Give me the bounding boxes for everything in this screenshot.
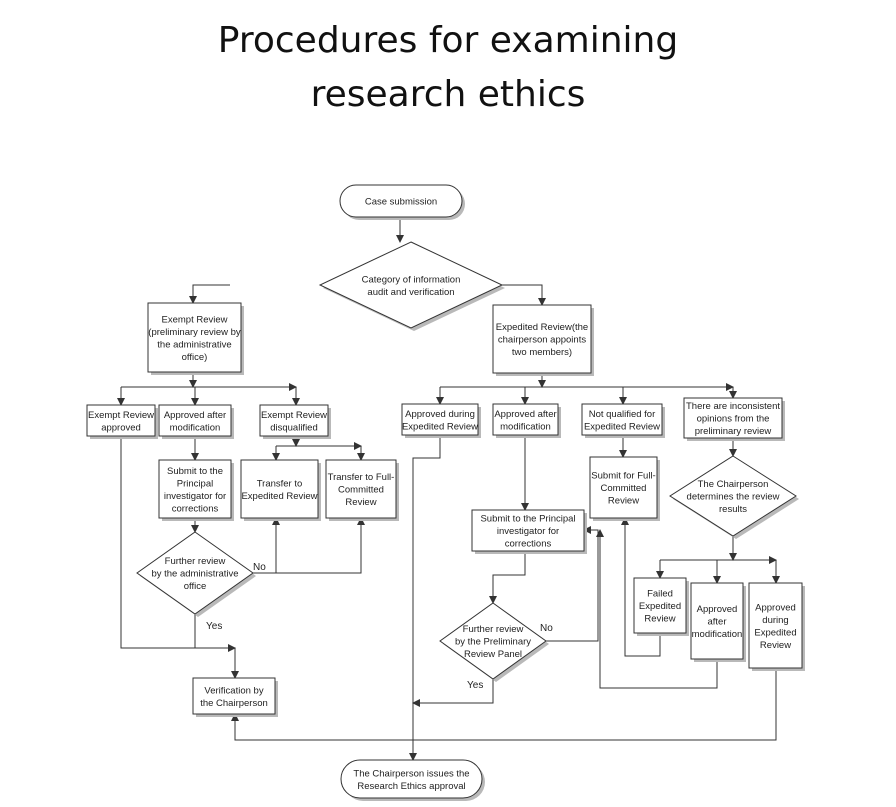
connector-25 — [409, 435, 441, 761]
connector-3 — [502, 284, 546, 306]
case-submission-label: Case submission — [365, 197, 437, 208]
page-title: Procedures for examining research ethics — [0, 14, 896, 122]
connector-38 — [596, 529, 718, 689]
edge-label-yes-left: Yes — [206, 621, 222, 632]
edge-label-no-left: No — [253, 562, 266, 573]
node-case-submission: Case submission — [339, 184, 465, 220]
connector-2 — [189, 284, 230, 304]
edge-label-yes-mid: Yes — [467, 680, 483, 691]
connector-30 — [412, 679, 494, 707]
connector-37 — [621, 517, 661, 657]
connectors — [117, 217, 780, 761]
connector-18 — [120, 436, 236, 652]
connector-16 — [276, 517, 365, 574]
connector-29 — [489, 551, 526, 604]
connector-39 — [231, 668, 777, 741]
edge-label-no-mid: No — [540, 623, 553, 634]
title-line-2: research ethics — [310, 74, 586, 115]
connector-31 — [546, 526, 599, 642]
title-line-1: Procedures for examining — [217, 20, 679, 61]
